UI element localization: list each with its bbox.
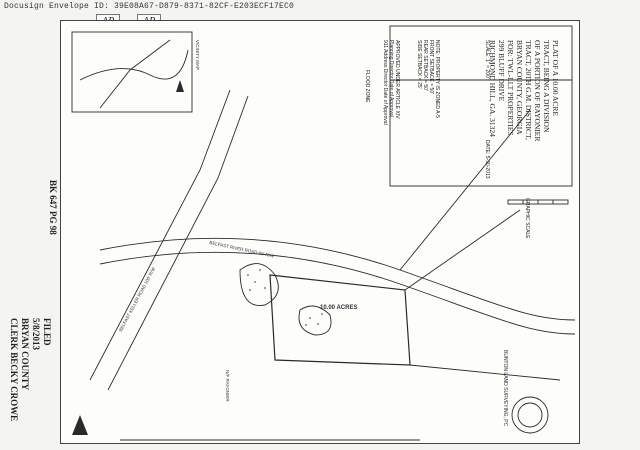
now-formerly-label: N/F RAYONIER [225,370,230,402]
filed-county: BRYAN COUNTY [20,318,30,391]
vicinity-map-frame [71,31,193,113]
title-line-7: 299 BLUFF DRIVE [497,40,506,102]
surveyor-seal [511,396,549,434]
setback-rear: REAR SETBACK = 50' [422,40,428,91]
approval-heading: APPROVED UNDER ARTICLE XIV [394,40,400,119]
title-block-frame [389,25,573,187]
belfast-river-road [99,237,576,321]
approval-planning: Planning Director Date of Approval [388,40,394,117]
filed-clerk: CLERK BECKY CROWE [9,318,19,422]
filed-date: 5/8/2013 [31,318,41,351]
parcel-outline [269,274,411,366]
surveyor-label: BUNTON LAND SURVEYING, PC [502,350,508,427]
approval-addressing: 911 Address Director Date of Approval [382,40,388,125]
approval-block: APPROVED UNDER ARTICLE XIV Planning Dire… [382,40,400,125]
north-arrow-label: N [76,403,81,409]
envelope-id: Docusign Envelope ID: 39E08A67-D879-8371… [4,2,295,11]
title-date: DATE: 5-30-2013 [484,140,490,179]
keller-road-edge [89,89,231,381]
title-line-2: TRACT, BEING A DIVISION [542,40,551,133]
filed-label: FILED [42,318,52,346]
flood-note: FLOOD ZONE [364,70,370,103]
title-line-3: OF A PORTION OF RAYONIER [533,40,542,142]
title-line-5: BRYAN COUNTY, GEORGIA [515,40,524,135]
filed-stamp: FILED 5/8/2013 BRYAN COUNTY CLERK BECKY … [8,318,52,421]
plat-drawing [71,25,576,441]
setback-side: SIDE SETBACK = 25' [416,40,422,89]
acreage-label: 10.00 ACRES [320,305,358,311]
title-line-6: FOR: TWL-LLT PROPERTIES [506,40,515,136]
title-line-4: TRACT, 20TH G.M. DISTRICT, [524,40,533,140]
graphic-scale-label: GRAPHIC SCALE [524,198,530,239]
north-arrow-icon [72,415,88,435]
title-scale: SCALE: 1" = 200' [484,40,490,79]
vicinity-map-label: VICINITY MAP [195,40,200,70]
setback-notes: NOTE: PROPERTY IS ZONED A-5 FRONT SETBAC… [416,40,440,118]
title-block: PLAT OF A 10.00 ACRE TRACT, BEING A DIVI… [488,40,560,141]
title-line-1: PLAT OF A 10.00 ACRE [551,40,560,116]
book-page: BK 647 PG 98 [48,180,58,235]
setback-title: NOTE: PROPERTY IS ZONED A-5 [434,40,440,118]
